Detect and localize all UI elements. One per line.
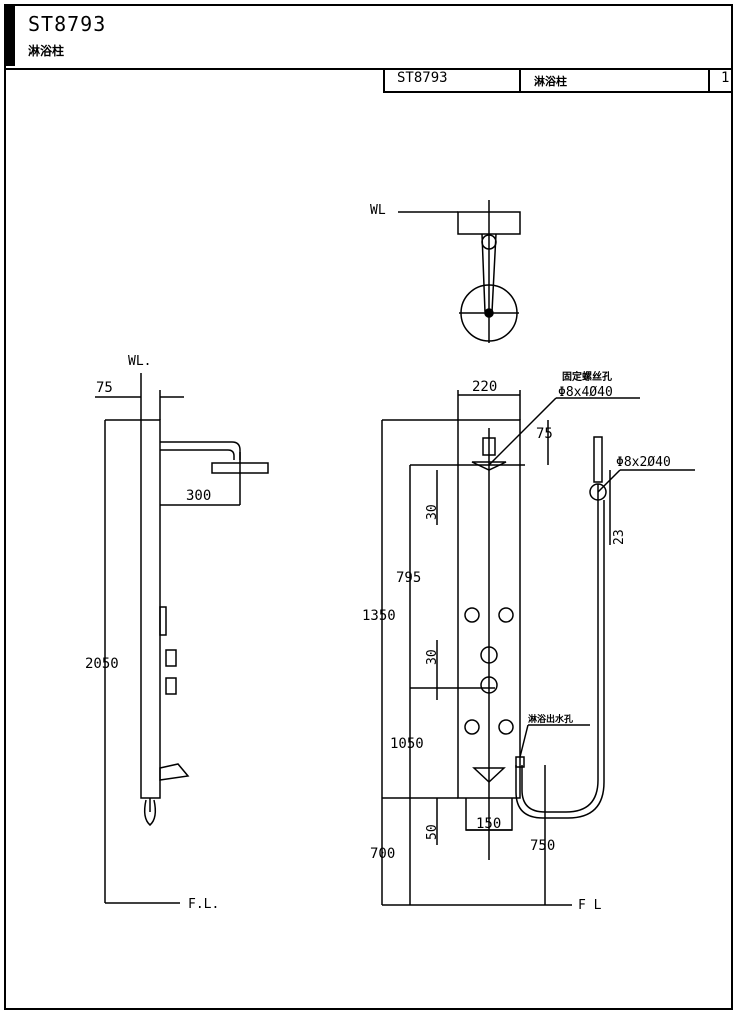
side-control-knob-lower bbox=[165, 677, 177, 695]
title-separator bbox=[708, 68, 710, 91]
front-dim-75: 75 bbox=[536, 426, 553, 442]
side-view: WL. 75 300 2050 F.L. bbox=[85, 354, 269, 912]
front-head-mount bbox=[482, 437, 496, 456]
front-dim-30-upper: 30 bbox=[425, 504, 440, 520]
front-dim-750: 750 bbox=[530, 838, 555, 854]
front-hand-holder-spec: Φ8x2Ø40 bbox=[616, 455, 671, 470]
top-arm bbox=[481, 233, 497, 313]
top-view: WL bbox=[370, 200, 521, 343]
front-mount-hole-spec: Φ8x4Ø40 bbox=[558, 385, 613, 400]
front-mount-leader bbox=[488, 397, 557, 466]
drawing-sheet: ST8793 淋浴柱 ST8793 淋浴柱 1 bbox=[4, 4, 733, 1010]
side-hose-loop bbox=[143, 799, 157, 826]
side-shower-arm-inner bbox=[160, 449, 235, 460]
side-dim-75: 75 bbox=[96, 380, 113, 396]
front-body-jet bbox=[498, 719, 514, 735]
front-hand-shower bbox=[593, 436, 603, 483]
header-block: ST8793 淋浴柱 bbox=[6, 6, 731, 70]
front-dim-1050: 1050 bbox=[390, 736, 424, 752]
front-holder-leader bbox=[597, 469, 621, 493]
side-column-body bbox=[140, 419, 161, 799]
header-model-code: ST8793 bbox=[28, 12, 107, 36]
title-product-name: 淋浴柱 bbox=[534, 75, 567, 88]
front-tub-spout bbox=[472, 767, 506, 784]
front-dim-795: 795 bbox=[396, 570, 421, 586]
front-dim-30-lower: 30 bbox=[425, 649, 440, 665]
title-separator bbox=[519, 68, 521, 91]
top-arm-joint bbox=[481, 234, 497, 250]
front-hose-outer bbox=[515, 500, 605, 819]
title-sheet-number: 1 bbox=[721, 70, 730, 86]
front-hose-outlet-label: 淋浴出水孔 bbox=[528, 713, 573, 725]
side-dim-2050: 2050 bbox=[85, 656, 119, 672]
side-control-knob-upper bbox=[165, 649, 177, 667]
front-floor-label: F L bbox=[578, 898, 602, 913]
front-view: 220 固定螺丝孔 Φ8x4Ø40 75 30 30 150 bbox=[362, 370, 695, 913]
front-control-knob-upper bbox=[480, 646, 498, 664]
front-head-outlet bbox=[471, 461, 507, 471]
side-tub-spout bbox=[159, 763, 190, 781]
front-hose bbox=[521, 500, 599, 813]
front-control-knob-lower bbox=[480, 676, 498, 694]
title-block: ST8793 淋浴柱 1 bbox=[383, 68, 731, 93]
side-control-mount bbox=[159, 606, 167, 636]
title-model-code: ST8793 bbox=[397, 70, 448, 86]
side-floor-label: F.L. bbox=[188, 897, 219, 912]
top-head-center bbox=[484, 308, 494, 318]
front-outlet-leader bbox=[519, 724, 529, 758]
front-dim-220: 220 bbox=[472, 379, 497, 395]
top-wall-label: WL bbox=[370, 203, 386, 218]
front-dim-700: 700 bbox=[370, 846, 395, 862]
side-shower-arm bbox=[160, 441, 241, 460]
front-dim-23: 23 bbox=[612, 529, 627, 545]
front-dim-150: 150 bbox=[476, 816, 501, 832]
front-body-jet bbox=[464, 719, 480, 735]
front-body-jet bbox=[464, 607, 480, 623]
front-mount-hole-label: 固定螺丝孔 bbox=[562, 370, 612, 383]
header-product-name: 淋浴柱 bbox=[28, 44, 65, 58]
header-accent-bar bbox=[6, 6, 15, 66]
front-body-jet bbox=[498, 607, 514, 623]
front-dim-1350: 1350 bbox=[362, 608, 396, 624]
side-wall-label: WL. bbox=[128, 354, 151, 369]
side-dim-300: 300 bbox=[186, 488, 211, 504]
front-dim-50: 50 bbox=[425, 824, 440, 840]
